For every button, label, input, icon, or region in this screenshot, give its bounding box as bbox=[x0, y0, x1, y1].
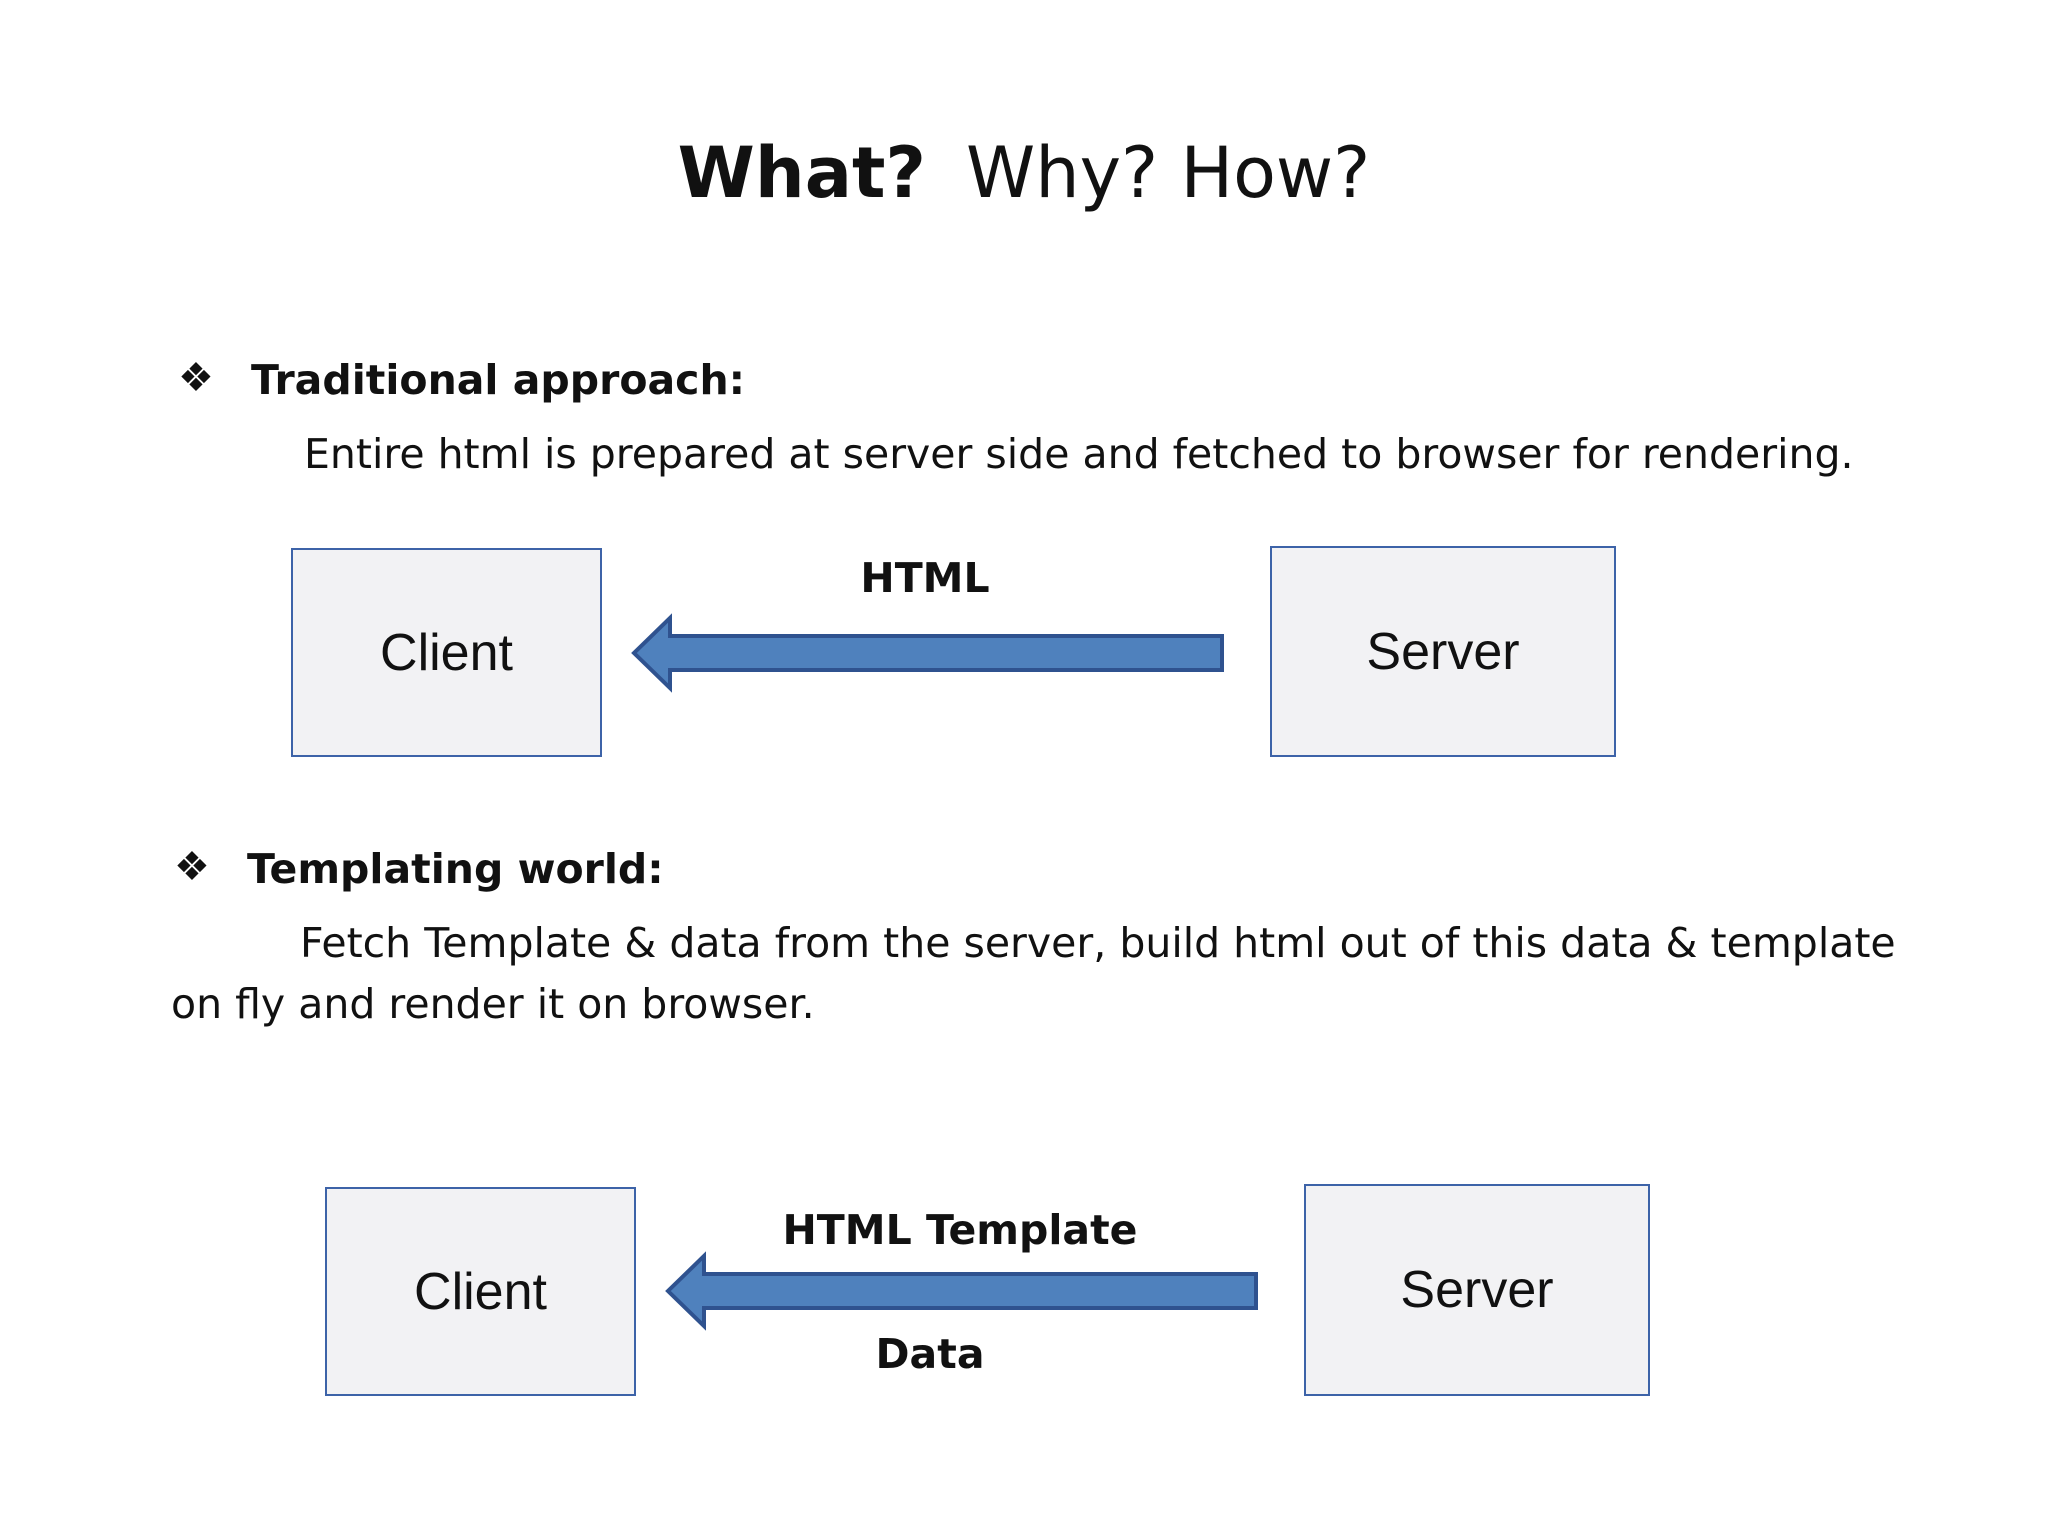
section-text-templating-line2: on fly and render it on browser. bbox=[171, 980, 815, 1028]
client-box: Client bbox=[291, 548, 602, 757]
server-box: Server bbox=[1270, 546, 1616, 757]
client-box: Client bbox=[325, 1187, 636, 1396]
server-box: Server bbox=[1304, 1184, 1650, 1396]
arrow-label-data: Data bbox=[875, 1330, 985, 1378]
arrow-label-html-template: HTML Template bbox=[782, 1206, 1138, 1254]
bullet-icon: ❖ bbox=[178, 356, 214, 400]
left-arrow-icon bbox=[665, 1251, 1258, 1331]
title-why-how: Why? How? bbox=[966, 132, 1371, 214]
bullet-icon: ❖ bbox=[174, 845, 210, 889]
left-arrow-icon bbox=[631, 613, 1224, 693]
section-heading-traditional: Traditional approach: bbox=[251, 356, 746, 404]
section-heading-templating: Templating world: bbox=[247, 845, 664, 893]
client-label: Client bbox=[414, 1262, 547, 1321]
section-text-templating-line1: Fetch Template & data from the server, b… bbox=[300, 919, 1896, 967]
title-what: What? bbox=[677, 132, 927, 214]
server-label: Server bbox=[1400, 1261, 1554, 1319]
section-text-traditional: Entire html is prepared at server side a… bbox=[304, 430, 1854, 478]
arrow-label-html: HTML bbox=[860, 554, 990, 602]
slide-title: What?Why? How? bbox=[0, 138, 2048, 208]
client-label: Client bbox=[380, 623, 513, 682]
server-label: Server bbox=[1366, 622, 1520, 681]
